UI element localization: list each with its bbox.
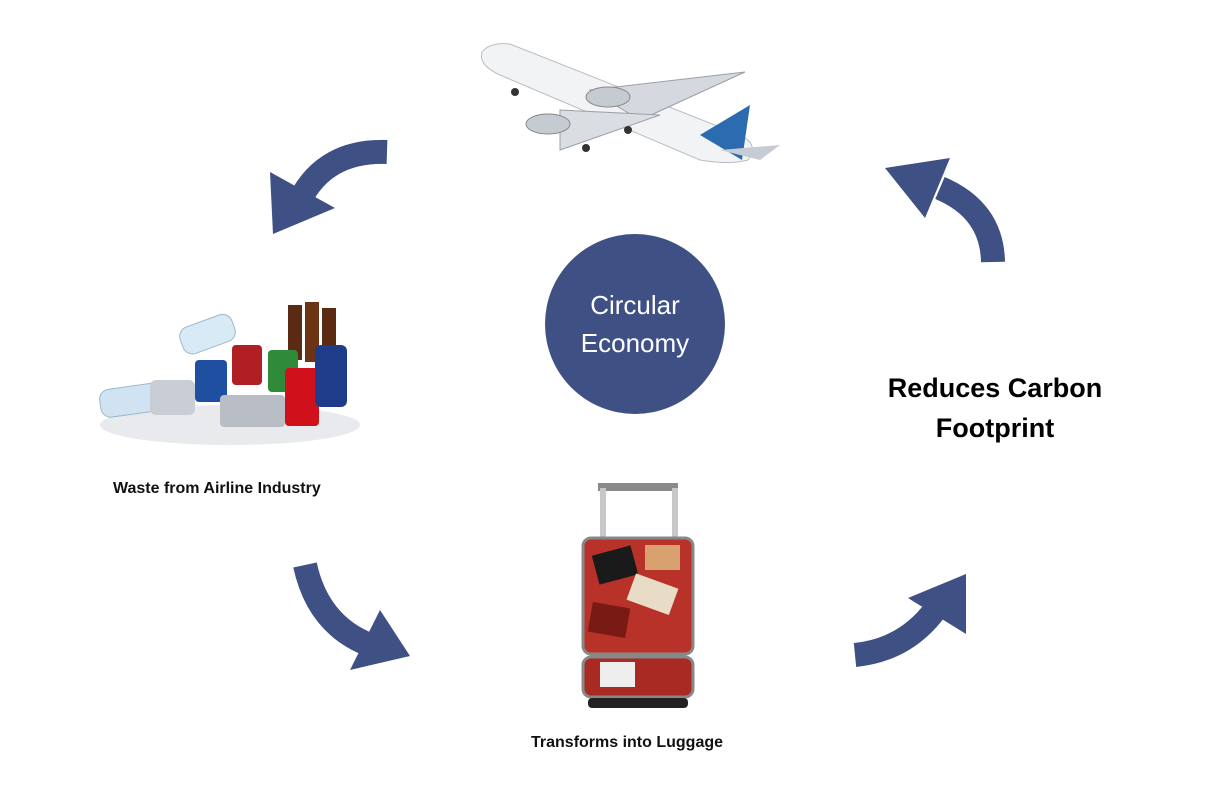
arrow-top-right xyxy=(885,158,1005,263)
carbon-label-line-2: Footprint xyxy=(935,413,1055,443)
arrow-bottom-left xyxy=(293,562,410,670)
arrow-bottom-right xyxy=(853,574,966,667)
center-line-2: Economy xyxy=(580,328,690,358)
carbon-label-line-1: Reduces Carbon xyxy=(887,373,1103,403)
airplane-image xyxy=(480,43,780,163)
luggage-label: Transforms into Luggage xyxy=(531,734,724,751)
waste-label: Waste from Airline Industry xyxy=(113,480,321,497)
luggage-image xyxy=(581,483,695,708)
arrow-top-left xyxy=(270,139,388,234)
center-line-1: Circular xyxy=(590,290,680,320)
waste-pile-image xyxy=(99,302,360,445)
carbon-label: Reduces Carbon Footprint xyxy=(860,368,1130,448)
circular-economy-badge: Circular Economy xyxy=(545,234,725,414)
